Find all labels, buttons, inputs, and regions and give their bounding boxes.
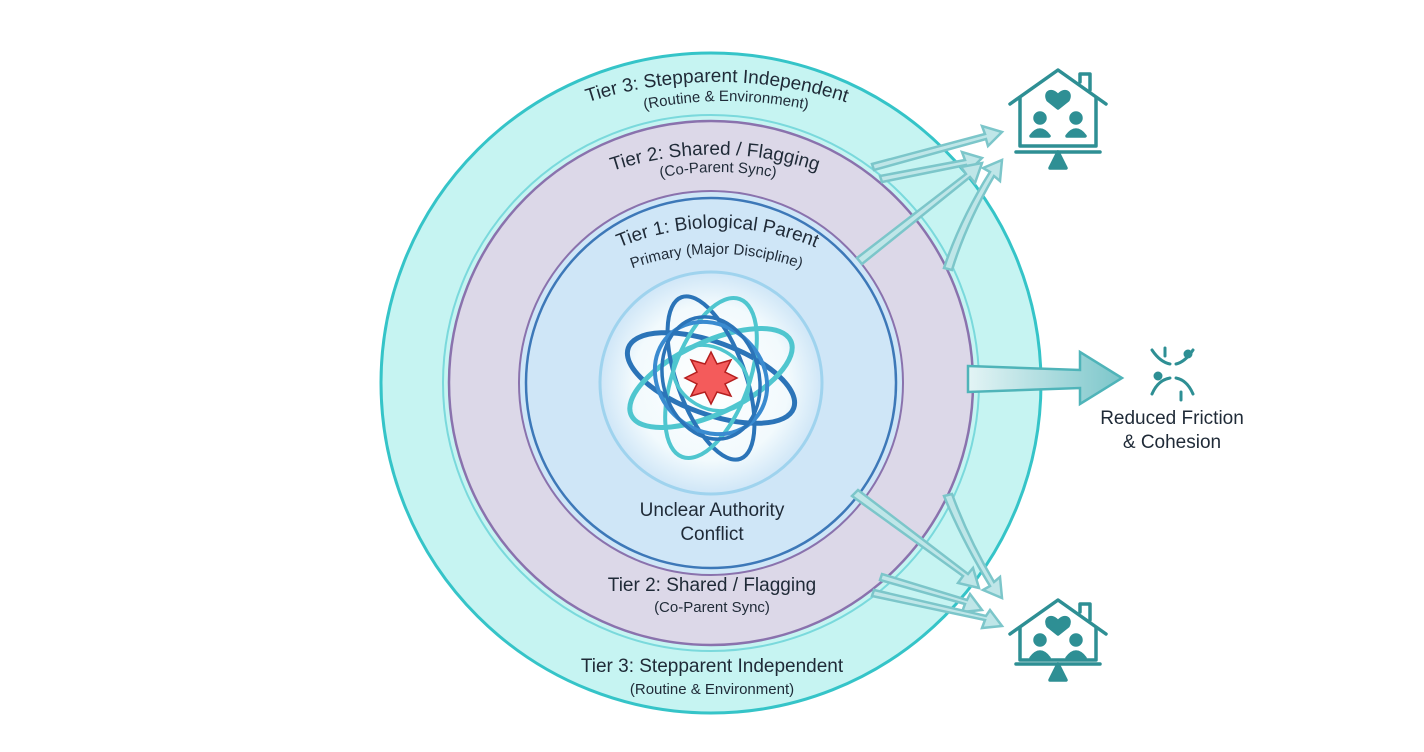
tier3-bottom-title: Tier 3: Stepparent Independent — [581, 656, 844, 677]
core-label-line2: Conflict — [680, 524, 744, 545]
tier3-bottom-subtitle: (Routine & Environment) — [630, 681, 794, 698]
arrow-upper-1 — [870, 124, 1005, 172]
arrow-lower-3 — [878, 572, 985, 614]
balanced-home-icon-bottom — [1008, 598, 1108, 682]
arrow-upper-4 — [942, 158, 1004, 272]
balanced-home-icon — [1008, 68, 1108, 170]
arrow-main — [966, 349, 1125, 407]
tier2-bottom-title: Tier 2: Shared / Flagging — [608, 575, 816, 596]
outcome-label-line1: Reduced Friction — [1100, 408, 1244, 429]
arrow-lower-4 — [870, 588, 1005, 630]
tier2-top-subtitle: (Co-Parent Sync) — [658, 159, 778, 181]
tier1-ring-edge — [524, 196, 898, 570]
conflict-burst-icon — [683, 350, 739, 406]
core-label-line1: Unclear Authority — [640, 500, 785, 521]
arrow-upper-3 — [855, 161, 984, 266]
tier2-bottom-subtitle: (Co-Parent Sync) — [654, 599, 770, 616]
outcome-label-line2: & Cohesion — [1123, 432, 1221, 453]
outcome-arrows — [850, 124, 1005, 630]
arrow-lower-2 — [942, 492, 1004, 600]
converging-arcs-icon — [1150, 346, 1195, 402]
tangled-orbits-icon — [624, 294, 798, 462]
arrow-lower-1 — [850, 488, 981, 590]
